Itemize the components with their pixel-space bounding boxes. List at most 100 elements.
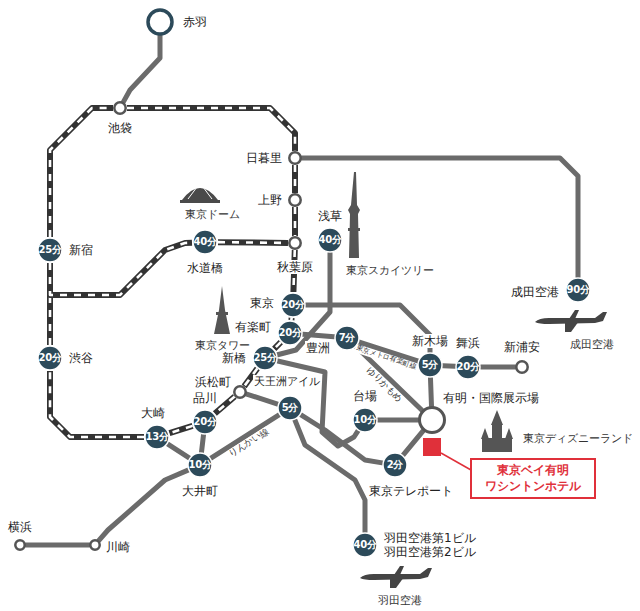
castle-wall xyxy=(482,438,512,452)
travel-time: 10分 xyxy=(352,407,378,433)
plane-wing xyxy=(390,577,404,588)
station-dot xyxy=(148,10,172,34)
station-circle xyxy=(288,151,302,165)
jr-line-base xyxy=(127,108,295,151)
rail-line-path xyxy=(443,363,455,369)
tokyo-tower-icon xyxy=(214,286,230,334)
station-node: 40分羽田空港第1ビル羽田空港第2ビル xyxy=(352,532,378,558)
station-name: 新宿 xyxy=(68,243,94,257)
station-name: 新木場 xyxy=(411,334,449,348)
station-node: 10分大井町 xyxy=(187,452,213,478)
landmark-label: 東京スカイツリー xyxy=(346,263,434,278)
station-name: 川崎 xyxy=(105,540,131,554)
jr-line-dash xyxy=(294,207,297,236)
station-node: 20分品川 xyxy=(192,409,218,435)
rail-line-path xyxy=(278,361,358,446)
jr-line xyxy=(274,342,281,349)
station-node: 浜松町 xyxy=(233,385,247,399)
station-label-block: 浅草 xyxy=(317,209,343,223)
station-node: 2分東京テレポート xyxy=(382,452,408,478)
station-name: 池袋 xyxy=(107,121,133,135)
rail-line-path xyxy=(403,431,423,455)
station-label-block: 新橋 xyxy=(221,351,247,365)
skytree-deck xyxy=(348,228,360,231)
station-node: 10分台場 xyxy=(352,407,378,433)
station-name: 日暮里 xyxy=(245,151,283,165)
station-label-block: 川崎 xyxy=(105,540,131,554)
station-label-block: 舞浜 xyxy=(455,336,481,350)
leader-line xyxy=(441,453,471,470)
rail-line-path xyxy=(202,435,204,452)
rail-line-path xyxy=(168,444,189,458)
station-name: 水道橋 xyxy=(186,261,224,275)
station-dot xyxy=(289,152,300,163)
station-node: 有明・国際展示場 xyxy=(418,406,446,434)
station-name: 有楽町 xyxy=(234,320,272,334)
rail-line xyxy=(168,444,189,458)
station-dot xyxy=(516,361,527,372)
station-dot xyxy=(234,386,245,397)
tower-deck xyxy=(216,312,228,315)
station-label-block: 新浦安 xyxy=(503,340,541,354)
station-label-block: 有明・国際展示場 xyxy=(442,391,540,405)
station-node: 40分浅草 xyxy=(317,227,343,253)
plane-wing xyxy=(569,310,579,319)
station-label-block: 横浜 xyxy=(7,520,33,534)
station-dot xyxy=(353,533,377,557)
rail-line-path xyxy=(378,418,418,423)
station-label-block: 天王洲アイル xyxy=(253,375,321,388)
station-name: 羽田空港第2ビル xyxy=(383,545,477,559)
station-dot xyxy=(38,346,62,370)
station-node: 横浜 xyxy=(14,539,26,551)
station-dot xyxy=(281,293,305,317)
station-label-block: 池袋 xyxy=(107,121,133,135)
castle-spire xyxy=(491,410,503,425)
jr-line-dash xyxy=(274,342,281,349)
travel-time: 20分 xyxy=(277,320,303,346)
rail-line xyxy=(99,470,188,540)
rail-line-path xyxy=(211,415,279,458)
travel-time: 40分 xyxy=(352,532,378,558)
station-name: 上野 xyxy=(257,193,283,207)
station-label-block: 上野 xyxy=(257,193,283,207)
hotel-callout: 東京ベイ有明 ワシントンホテル xyxy=(470,458,596,499)
jr-line-base xyxy=(50,108,113,237)
station-node: 5分新木場 xyxy=(417,352,443,378)
station-name: 浜松町 xyxy=(194,375,232,389)
station-label-block: 日暮里 xyxy=(245,151,283,165)
jr-line-dash xyxy=(127,108,295,151)
station-label-block: 成田空港 xyxy=(510,285,560,299)
station-dot xyxy=(420,408,445,433)
station-label-block: 赤羽 xyxy=(182,15,208,29)
jr-line-dash xyxy=(218,241,288,244)
jr-line-dash xyxy=(169,426,192,433)
station-dot xyxy=(114,102,125,113)
station-node: 40分水道橋 xyxy=(192,229,218,255)
station-node: 上野 xyxy=(288,193,302,207)
station-node: 90分成田空港 xyxy=(565,277,591,303)
station-node: 5分天王洲アイル xyxy=(277,395,303,421)
station-label-block: 水道橋 xyxy=(186,261,224,275)
station-node: 20分東京 xyxy=(280,292,306,318)
jr-line-base xyxy=(288,318,294,320)
station-node: 川崎 xyxy=(89,539,101,551)
rail-line xyxy=(430,378,431,406)
rail-line-path xyxy=(99,470,188,540)
station-label-block: 渋谷 xyxy=(68,351,94,365)
station-dot xyxy=(289,194,300,205)
skytree-icon xyxy=(348,172,360,258)
rail-line xyxy=(247,394,278,404)
travel-time: 13分 xyxy=(144,424,170,450)
jr-line xyxy=(127,108,295,151)
station-dot xyxy=(318,228,342,252)
station-name: 大崎 xyxy=(140,406,166,420)
station-dot xyxy=(90,540,99,549)
jr-line-dash xyxy=(50,108,113,237)
station-dot xyxy=(145,425,169,449)
station-name: 赤羽 xyxy=(182,15,208,29)
station-dot xyxy=(15,540,24,549)
tower-body xyxy=(214,286,230,334)
travel-time: 90分 xyxy=(565,277,591,303)
station-circle xyxy=(288,193,302,207)
